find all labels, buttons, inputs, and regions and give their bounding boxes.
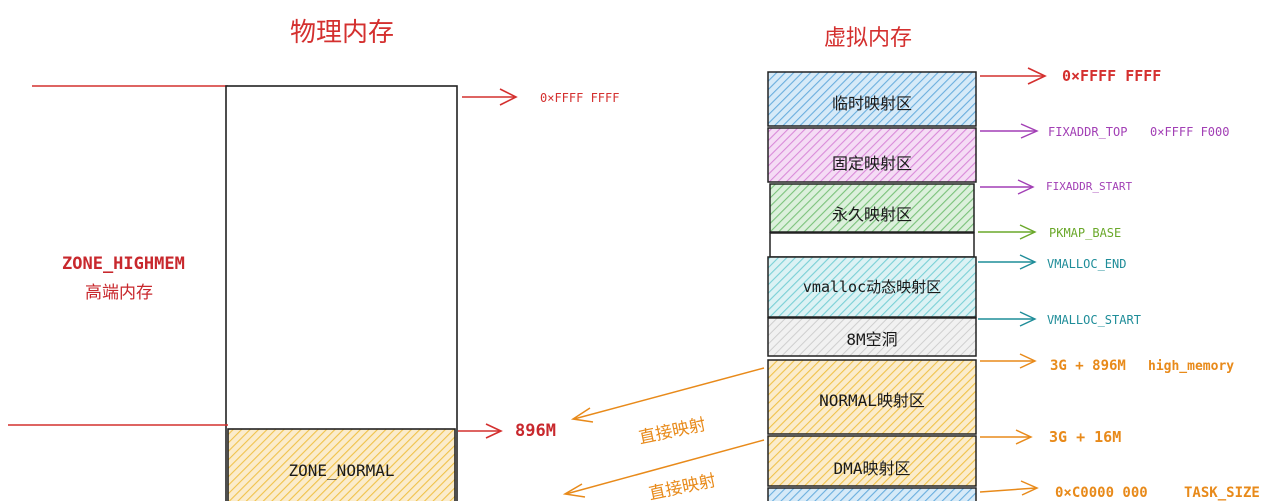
arrow-task-size [979,487,1037,493]
virt-top-address: 0×FFFF FFFF [1062,67,1162,85]
direct-map-arrowhead-1 [570,407,594,423]
region-user-space [767,487,977,501]
arrowhead-fixaddr-start [1017,179,1035,195]
zone-highmem-sublabel: 高端内存 [85,283,153,303]
region-vmalloc [767,256,977,318]
fixaddr-top-label: FIXADDR_TOP [1048,125,1128,139]
zone-highmem-label: ZONE_HIGHMEM [62,254,185,274]
region-normal-map-label: NORMAL映射区 [819,391,925,410]
region-perm-map-label: 永久映射区 [831,205,912,224]
arrowhead-dma-top [1015,429,1033,445]
phys-896-arrowhead [485,423,503,439]
direct-map-arrowhead-2 [562,483,586,498]
physical-memory-title: 物理内存 [290,18,395,48]
arrowhead-high-memory [1019,353,1037,369]
phys-896m-label: 896M [515,421,556,441]
region-vmalloc-label: vmalloc动态映射区 [802,278,942,296]
task-size-label: TASK_SIZE [1184,485,1260,501]
region-8m-hole-label: 8M空洞 [846,330,898,349]
direct-map-arrow-2 [565,439,765,495]
arrowhead-vmalloc-end [1019,254,1037,270]
zone-normal-label: ZONE_NORMAL [288,461,395,480]
region-perm-map [769,183,975,233]
vmalloc-end-label: VMALLOC_END [1047,257,1127,271]
fixaddr-top-value: 0×FFFF F000 [1150,125,1230,139]
arrowhead-top [1027,67,1047,85]
arrowhead-vmalloc-start [1019,311,1037,327]
pkmap-base-label: PKMAP_BASE [1049,226,1122,240]
phys-top-arrowhead [499,88,518,106]
zone-normal-block [227,428,456,501]
task-size-value: 0×C0000 000 [1055,485,1148,501]
virtual-memory-title: 虚拟内存 [824,26,913,51]
arrowhead-pkmap-base [1019,224,1037,240]
region-gap [769,232,975,258]
fixaddr-start-label: FIXADDR_START [1046,180,1133,193]
region-temp-map-label: 临时映射区 [831,94,912,113]
high-memory-label: high_memory [1148,359,1235,374]
arrowhead-fixaddr-top [1020,123,1039,139]
vmalloc-start-label: VMALLOC_START [1047,313,1141,327]
region-fixed-map [767,127,977,183]
region-dma-map [767,435,977,487]
region-dma-map-label: DMA映射区 [833,459,911,478]
region-temp-map [767,71,977,127]
arrowhead-task-size [1020,480,1039,496]
dma-top-value: 3G + 16M [1049,428,1122,446]
phys-top-address: 0×FFFF FFFF [540,91,620,105]
direct-map-arrow-1 [573,367,765,420]
region-normal-map [767,359,977,435]
region-8m-hole [767,317,977,357]
region-fixed-map-label: 固定映射区 [831,154,912,173]
high-memory-value: 3G + 896M [1050,358,1126,374]
